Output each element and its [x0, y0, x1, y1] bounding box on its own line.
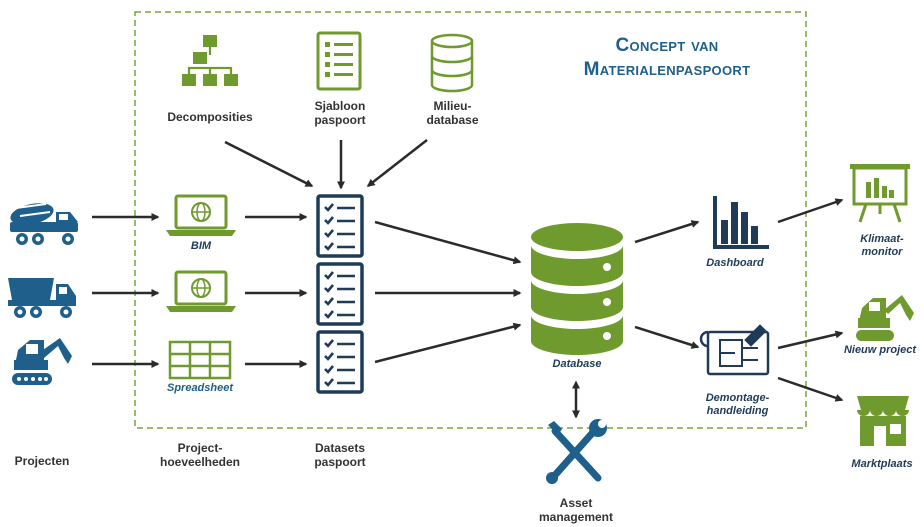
- presentation-board-icon: [850, 164, 910, 223]
- title-line-2: Materialenpaspoort: [583, 59, 751, 80]
- label-klimaat-line-1: Klimaat-: [860, 233, 904, 245]
- database-icon: [531, 223, 623, 355]
- label-spreadsheet: Spreadsheet: [166, 382, 234, 394]
- arrow-demontage-nieuw: [777, 330, 844, 350]
- label-asset-line-1: Asset: [559, 496, 593, 510]
- label-database: Database: [552, 358, 602, 370]
- label-nieuw-project: Nieuw project: [843, 344, 917, 356]
- label-projecten: Projecten: [14, 454, 70, 468]
- label-milieu: Milieu- database: [405, 99, 500, 127]
- concrete-mixer-truck-icon: [10, 203, 78, 245]
- label-marktplaats: Marktplaats: [851, 458, 913, 470]
- title-line-1: Concept van: [615, 35, 719, 56]
- dataset-checklist-icon-1: [316, 194, 364, 258]
- label-datasets-line-2: paspoort: [314, 455, 366, 469]
- wrench-screwdriver-icon: [546, 419, 607, 484]
- dashboard-bar-chart-icon: [713, 196, 769, 249]
- label-sjabloon-line-1: Sjabloon: [314, 99, 366, 113]
- label-dashboard: Dashboard: [706, 257, 764, 269]
- concept-boundary: [134, 11, 807, 429]
- template-document-icon: [316, 31, 362, 91]
- spreadsheet-icon: [168, 340, 232, 380]
- label-hoeveelheden-line-2: hoeveelheden: [159, 455, 241, 469]
- label-asset-management: Asset management: [526, 496, 626, 524]
- label-decomposities: Decomposities: [167, 110, 253, 124]
- dump-truck-icon: [8, 278, 76, 318]
- arrow-database-dashboard: [634, 220, 700, 244]
- label-milieu-line-2: database: [426, 113, 479, 127]
- environment-database-icon: [430, 33, 474, 93]
- arrow-dashboard-klimaat: [777, 198, 844, 224]
- label-demontage-line-2: handleiding: [706, 405, 769, 417]
- label-milieu-line-1: Milieu-: [433, 99, 472, 113]
- label-klimaat-line-2: monitor: [861, 246, 903, 258]
- label-datasets-paspoort: Datasets paspoort: [290, 441, 390, 469]
- arrows: [92, 139, 844, 419]
- label-demontage: Demontage- handleiding: [690, 392, 785, 418]
- dataset-checklist-icon-2: [316, 262, 364, 326]
- label-hoeveelheden-line-1: Project-: [177, 441, 223, 455]
- excavator-icon: [12, 338, 72, 385]
- dataset-checklist-icon-3: [316, 330, 364, 394]
- bim-laptop-icon: [166, 194, 236, 236]
- label-klimaat: Klimaat- monitor: [842, 233, 922, 259]
- arrow-milieu-checklist: [366, 139, 428, 187]
- new-project-excavator-icon: [856, 295, 914, 341]
- label-bim: BIM: [190, 240, 212, 252]
- label-project-hoeveelheden: Project- hoeveelheden: [145, 441, 255, 469]
- arrow-checklist1-database: [374, 220, 522, 265]
- dismantling-blueprint-icon: [699, 324, 770, 376]
- label-datasets-line-1: Datasets: [314, 441, 366, 455]
- arrow-checklist3-database: [374, 322, 522, 364]
- label-sjabloon-line-2: paspoort: [314, 113, 366, 127]
- label-demontage-line-1: Demontage-: [705, 392, 770, 404]
- diagram-title: Concept van Materialenpaspoort: [532, 34, 802, 82]
- hierarchy-icon: [182, 35, 238, 86]
- label-asset-line-2: management: [538, 510, 614, 524]
- label-sjabloon: Sjabloon paspoort: [290, 99, 390, 127]
- laptop-icon: [166, 270, 236, 312]
- arrow-decomposities-checklist: [224, 140, 314, 188]
- arrow-demontage-markt: [777, 376, 844, 402]
- arrow-database-demontage: [634, 325, 700, 349]
- marketplace-shop-icon: [857, 396, 909, 446]
